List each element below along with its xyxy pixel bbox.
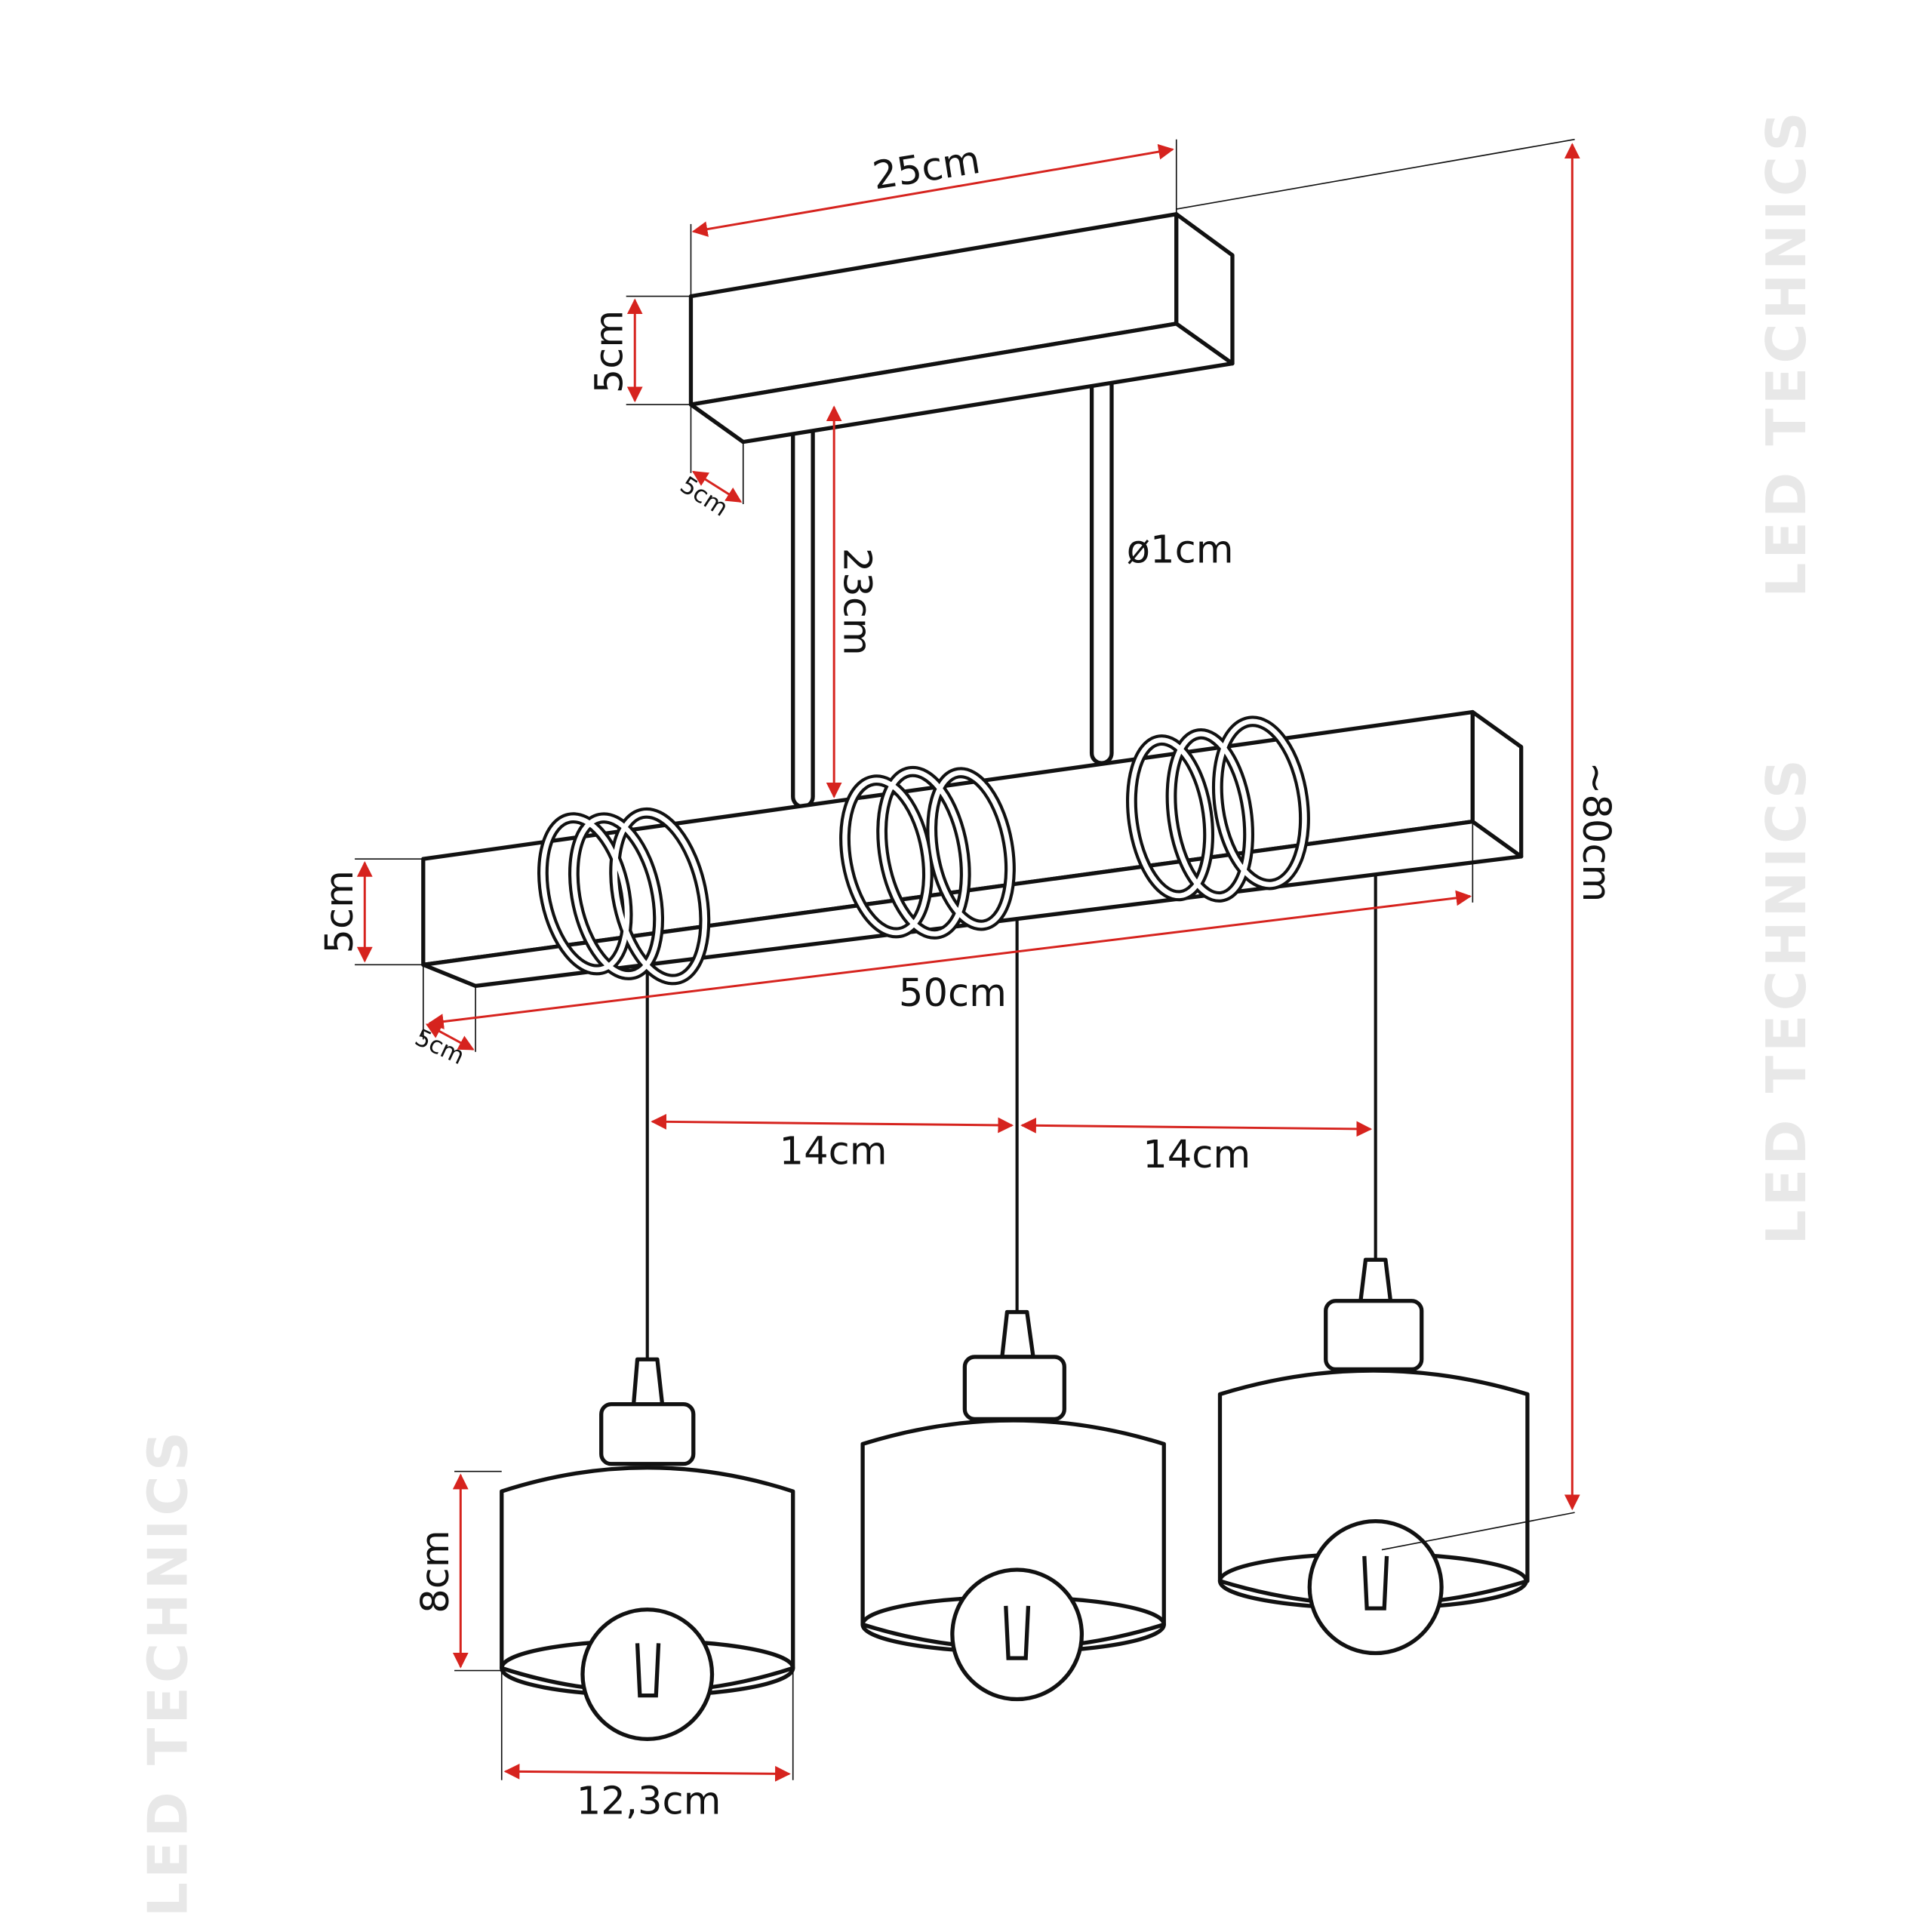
- extension-lines: [355, 138, 1575, 1780]
- watermark: LED TECHNICS LED TECHNICS LED TECHNICS: [137, 108, 1818, 1917]
- dimension-labels: 25cm 5cm 5cm 23cm ø1cm ~80cm 5cm 5cm 50c…: [318, 138, 1618, 1823]
- suspension-rods: [791, 356, 1114, 809]
- ceiling-canopy: [688, 212, 1235, 445]
- label-canopy-height: 5cm: [588, 310, 632, 393]
- pendant-lamp-left: [500, 1357, 795, 1741]
- label-canopy-length: 25cm: [869, 138, 983, 199]
- label-beam-height: 5cm: [318, 870, 362, 953]
- label-shade-diameter: 12,3cm: [577, 1779, 721, 1823]
- pendant-lamp-middle: [860, 1309, 1166, 1702]
- label-spacing-left: 14cm: [780, 1129, 888, 1174]
- label-spacing-right: 14cm: [1143, 1133, 1251, 1177]
- watermark-text: LED TECHNICS: [137, 1428, 200, 1917]
- watermark-text: LED TECHNICS: [1755, 755, 1819, 1244]
- label-beam-length: 50cm: [899, 971, 1007, 1016]
- dimension-lines: [356, 143, 1580, 1782]
- label-rod-length: 23cm: [834, 548, 878, 656]
- pendant-lamp-right: [1217, 1257, 1530, 1656]
- label-shade-height: 8cm: [414, 1530, 458, 1613]
- label-total-height: ~80cm: [1574, 761, 1618, 902]
- watermark-text: LED TECHNICS: [1755, 108, 1819, 597]
- label-rod-diameter: ø1cm: [1127, 528, 1234, 573]
